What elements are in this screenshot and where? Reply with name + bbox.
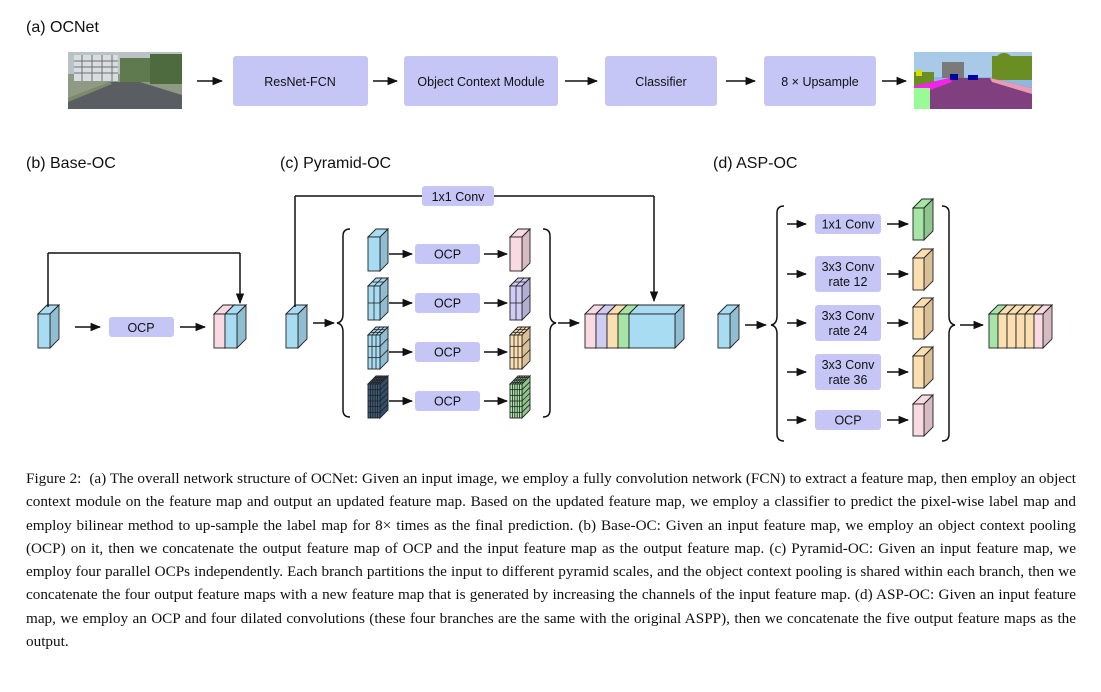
asp-branch-4-output xyxy=(911,345,935,390)
svg-text:rate 24: rate 24 xyxy=(829,324,868,338)
pyramid-oc-input-feature xyxy=(284,303,309,350)
pyramid-branch-2-ocp-block: OCP xyxy=(415,293,480,313)
ocnet-diagram: (a) OCNet ResNet-FCN Object Context Modu… xyxy=(26,19,1054,442)
caption-label: Figure 2: xyxy=(26,470,82,487)
classifier-label: Classifier xyxy=(635,75,686,89)
asp-oc-close-brace xyxy=(941,205,956,442)
pyramid-branch-2-input xyxy=(366,276,390,322)
pyramid-branch-3-input xyxy=(366,325,390,371)
svg-text:OCP: OCP xyxy=(434,297,461,311)
pyramid-branch-4-output xyxy=(508,374,532,420)
base-oc-ocp-label: OCP xyxy=(127,321,154,335)
asp-oc-open-brace xyxy=(770,205,785,442)
pyramid-oc-concat-output xyxy=(583,303,686,350)
pyramid-branch-4-ocp-block: OCP xyxy=(415,391,480,411)
panel-c-label: (c) Pyramid-OC xyxy=(280,155,391,172)
svg-text:1x1 Conv: 1x1 Conv xyxy=(822,218,876,232)
asp-branch-5-output xyxy=(911,393,935,438)
svg-text:OCP: OCP xyxy=(434,395,461,409)
svg-text:3x3 Conv: 3x3 Conv xyxy=(822,309,876,323)
resnet-fcn-label: ResNet-FCN xyxy=(264,75,336,89)
pyramid-branch-3-ocp-block: OCP xyxy=(415,342,480,362)
svg-text:OCP: OCP xyxy=(434,346,461,360)
pyramid-oc-open-brace xyxy=(336,228,351,418)
svg-text:3x3 Conv: 3x3 Conv xyxy=(822,358,876,372)
pyramid-oc-1x1-conv-block xyxy=(422,186,494,206)
pyramid-branch-4-input xyxy=(366,374,390,420)
svg-text:OCP: OCP xyxy=(834,414,861,428)
asp-branch-5-op-block: OCP xyxy=(815,410,881,430)
pyramid-concat-conv-part xyxy=(627,303,686,350)
pyramid-branch-1-input xyxy=(366,227,390,273)
asp-branch-3-output xyxy=(911,296,935,341)
asp-branch-1-output xyxy=(911,197,935,242)
base-oc-input-feature xyxy=(36,303,61,350)
pyramid-oc-close-brace xyxy=(542,228,557,418)
resnet-fcn-block xyxy=(233,56,368,106)
panel-a-label: (a) OCNet xyxy=(26,19,99,36)
svg-text:OCP: OCP xyxy=(434,248,461,262)
panel-b-label: (b) Base-OC xyxy=(26,155,116,172)
pyramid-branch-1-ocp-block: OCP xyxy=(415,244,480,264)
pyramid-oc-1x1-conv-label: 1x1 Conv xyxy=(432,190,486,204)
figure-caption: Figure 2: (a) The overall network struct… xyxy=(26,467,1076,653)
pyramid-oc-input-cuboid xyxy=(284,303,309,350)
base-oc-out-input-part xyxy=(223,303,248,350)
pyramid-branch-1-output xyxy=(508,227,532,273)
pyramid-branch-3-output xyxy=(508,325,532,371)
upsample-label: 8 × Upsample xyxy=(781,75,859,89)
input-street-image xyxy=(68,52,182,109)
base-oc-output-feature xyxy=(212,303,248,350)
svg-text:rate 36: rate 36 xyxy=(829,373,868,387)
asp-oc-concat-output xyxy=(987,303,1054,350)
object-context-module-label: Object Context Module xyxy=(417,75,544,89)
object-context-module-block xyxy=(404,56,558,106)
asp-branch-2-output xyxy=(911,247,935,292)
svg-text:rate 12: rate 12 xyxy=(829,275,868,289)
asp-concat-part-6 xyxy=(1032,303,1054,350)
asp-branch-1-op-block: 1x1 Conv xyxy=(815,214,881,234)
caption-text: (a) The overall network structure of OCN… xyxy=(26,470,1077,651)
base-oc-ocp-block xyxy=(109,317,174,337)
base-oc-input-cuboid xyxy=(36,303,61,350)
panel-d-label: (d) ASP-OC xyxy=(713,155,797,172)
pyramid-branch-2-output xyxy=(508,276,532,322)
asp-oc-input-feature xyxy=(716,303,741,350)
svg-text:3x3 Conv: 3x3 Conv xyxy=(822,260,876,274)
upsample-block xyxy=(764,56,876,106)
classifier-block xyxy=(605,56,717,106)
output-segmentation-map xyxy=(914,52,1032,109)
asp-oc-input-cuboid xyxy=(716,303,741,350)
